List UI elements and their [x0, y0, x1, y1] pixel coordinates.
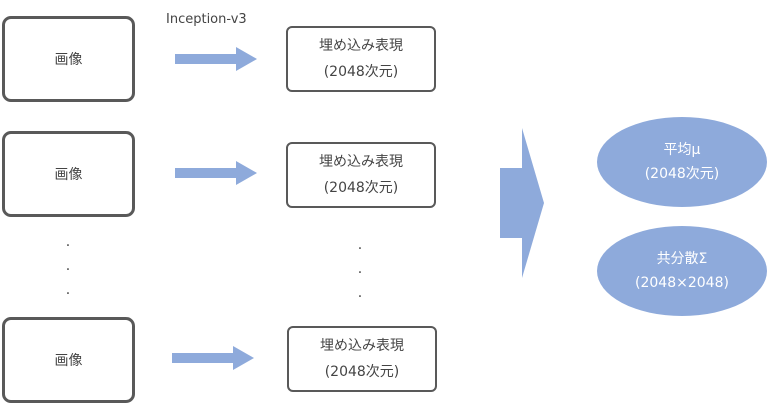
input-image-label: 画像 — [54, 52, 83, 68]
embedding-ellipsis: . . . — [353, 233, 367, 305]
embedding-dimension: (2048次元) — [324, 364, 400, 380]
embedding-title: 埋め込み表現 — [319, 38, 403, 54]
ellipsis-dot: . — [65, 282, 71, 298]
covariance-dimension: (2048×2048) — [635, 275, 729, 291]
ellipsis-dot: . — [65, 234, 71, 250]
embedding-dimension: (2048次元) — [323, 64, 399, 80]
mean-ellipse: 平均μ (2048次元) — [597, 117, 767, 207]
arrow-right-2 — [175, 161, 257, 185]
ellipsis-dot: . — [357, 285, 363, 301]
arrow-right-1 — [175, 47, 257, 71]
ellipsis-dot: . — [357, 237, 363, 253]
ellipsis-dot: . — [357, 261, 363, 277]
mean-dimension: (2048次元) — [644, 166, 720, 182]
model-label: Inception-v3 — [166, 12, 247, 27]
input-image-box-1: 画像 — [2, 16, 135, 102]
arrow-right-3 — [172, 346, 254, 370]
input-image-box-3: 画像 — [2, 317, 135, 403]
input-image-label: 画像 — [54, 167, 83, 183]
embedding-title: 埋め込み表現 — [320, 338, 404, 354]
input-ellipsis: . . . — [61, 230, 75, 302]
covariance-ellipse: 共分散Σ (2048×2048) — [597, 226, 767, 316]
embedding-box-2: 埋め込み表現 (2048次元) — [286, 142, 436, 208]
embedding-dimension: (2048次元) — [323, 180, 399, 196]
covariance-label: 共分散Σ — [656, 251, 708, 267]
input-image-box-2: 画像 — [2, 131, 135, 217]
input-image-label: 画像 — [54, 353, 83, 369]
ellipsis-dot: . — [65, 258, 71, 274]
embedding-box-3: 埋め込み表現 (2048次元) — [287, 326, 437, 392]
large-arrow-right — [500, 128, 544, 278]
mean-label: 平均μ — [663, 142, 701, 158]
embedding-box-1: 埋め込み表現 (2048次元) — [286, 26, 436, 92]
embedding-title: 埋め込み表現 — [319, 154, 403, 170]
